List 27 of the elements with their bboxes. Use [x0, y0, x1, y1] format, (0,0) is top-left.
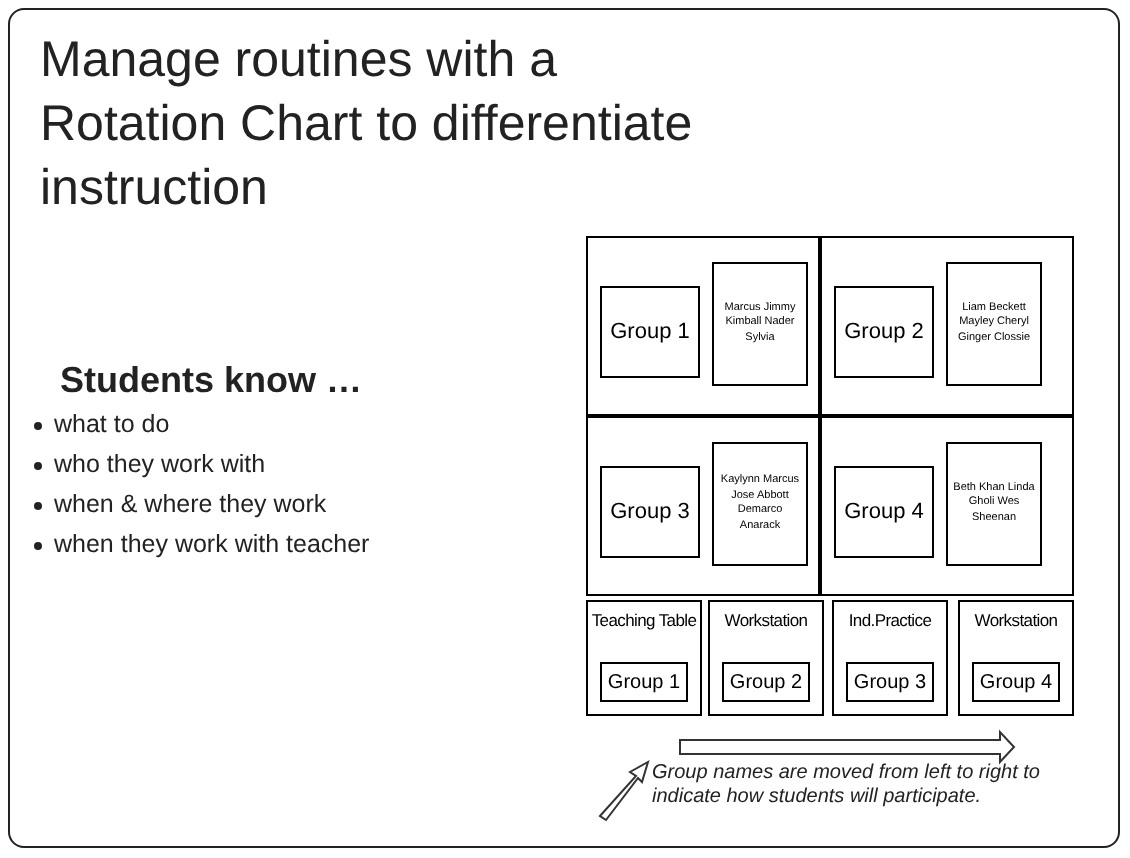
bullet-item: when they work with teacher: [54, 530, 370, 558]
station-cell: [586, 600, 702, 716]
group-label: Group 3: [600, 466, 700, 558]
group-label: Group 2: [722, 662, 810, 702]
station-cell: [832, 600, 948, 716]
bullet-item: who they work with: [54, 450, 266, 478]
group-label: Group 4: [834, 466, 934, 558]
slide-title: Manage routines with a Rotation Chart to differentiate instruction: [40, 30, 695, 220]
station-heading: Teaching Table: [589, 610, 699, 630]
chart-cell: [586, 416, 820, 596]
group-label: Group 2: [834, 286, 934, 378]
station-cell: [708, 600, 824, 716]
bullet-item: what to do: [54, 410, 170, 438]
station-heading: Workstation: [722, 610, 810, 630]
group-label: Group 1: [600, 662, 688, 702]
group-label: Group 1: [600, 286, 700, 378]
station-heading: Workstation: [972, 610, 1060, 630]
station-heading: Ind.Practice: [846, 610, 934, 630]
subheading: Students know …: [60, 360, 363, 402]
chart-cell: [586, 236, 820, 416]
group-label: Group 3: [846, 662, 934, 702]
bullet-item: when & where they work: [54, 490, 327, 518]
group-label: Group 4: [972, 662, 1060, 702]
note-text: Group names are moved from left to right to indicate how students will participate.: [652, 762, 1042, 810]
chart-cell: [820, 236, 1074, 416]
station-cell: [958, 600, 1074, 716]
chart-cell: [820, 416, 1074, 596]
